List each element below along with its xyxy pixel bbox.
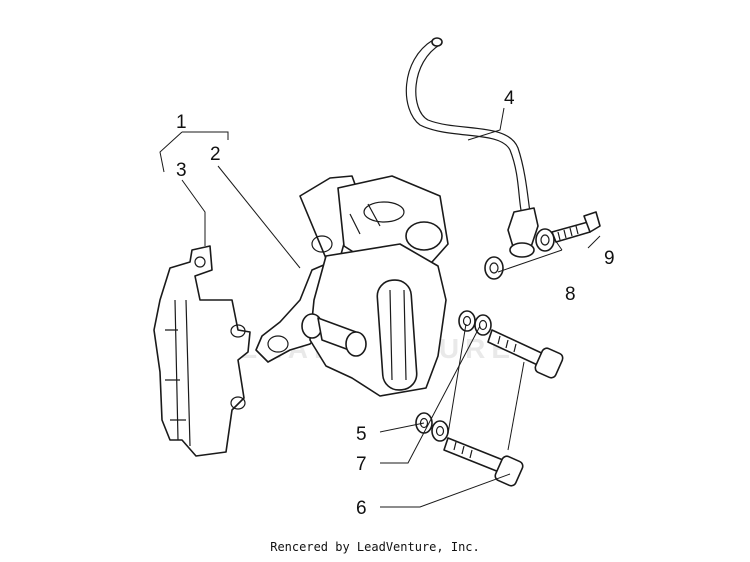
callout-2: 2 [210,144,221,165]
banjo-bolt [551,211,601,243]
callout-7: 7 [356,454,367,475]
leader-lines [159,107,601,508]
callout-9: 9 [604,248,615,269]
callout-3: 3 [176,160,187,181]
callout-6: 6 [356,498,367,519]
callout-4: 4 [504,88,515,109]
callout-8: 8 [565,284,576,305]
brake-hose [405,37,539,258]
washers-8 [484,228,555,280]
callout-1: 1 [176,112,187,133]
mounting-bolts [443,329,564,487]
caliper-assembly [255,175,449,397]
credit-line: Rencered by LeadVenture, Inc. [270,540,480,554]
callout-5: 5 [356,424,367,445]
brake-pads [153,245,251,457]
